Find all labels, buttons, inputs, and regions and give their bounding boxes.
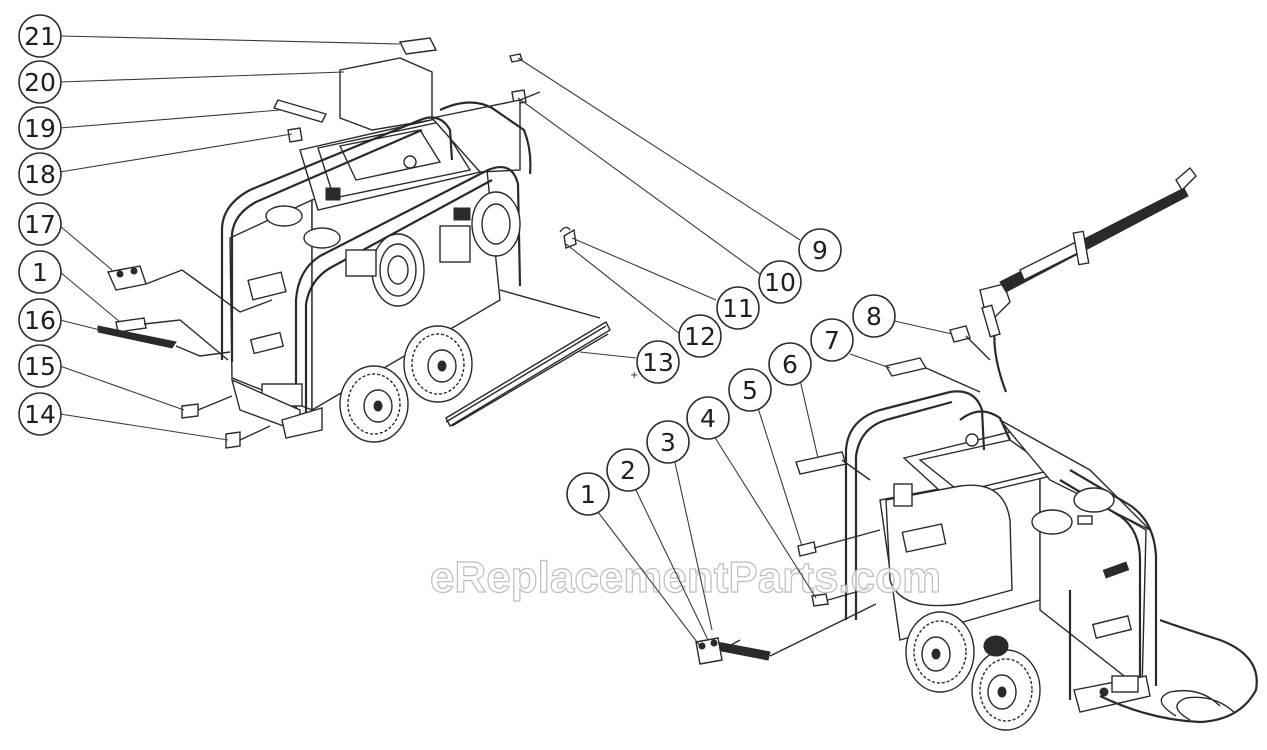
- svg-text:1: 1: [32, 258, 48, 287]
- callout-2: 2: [606, 448, 650, 492]
- leader-lines: [59, 35, 953, 647]
- decal-2: [695, 637, 723, 665]
- svg-text:19: 19: [24, 114, 56, 143]
- svg-text:4: 4: [700, 404, 716, 433]
- callout-9: 9: [798, 228, 842, 272]
- callout-3: 3: [646, 420, 690, 464]
- decal-8: [949, 325, 971, 343]
- callout-14: 14: [18, 392, 62, 436]
- svg-text:17: 17: [24, 210, 56, 239]
- callout-13: 13: [636, 340, 680, 384]
- callout-10: 10: [758, 260, 802, 304]
- callouts: 21 20 19 18 17 1 16 15 14 9 10 11 12 13 …: [18, 14, 896, 516]
- callout-1-left: 1: [18, 250, 62, 294]
- svg-text:6: 6: [782, 350, 798, 379]
- svg-text:16: 16: [24, 306, 56, 335]
- callout-17: 17: [18, 202, 62, 246]
- part-17: [107, 265, 147, 291]
- part-15: [181, 403, 199, 419]
- part-14: [225, 431, 241, 449]
- svg-text:5: 5: [742, 376, 758, 405]
- callout-4: 4: [686, 396, 730, 440]
- watermark: eReplacementParts.com: [430, 553, 941, 602]
- decal-9: [509, 53, 523, 63]
- svg-text:12: 12: [684, 322, 716, 351]
- svg-text:21: 21: [24, 22, 56, 51]
- decal-19: [272, 99, 328, 123]
- callout-16: 16: [18, 298, 62, 342]
- decal-20: [339, 57, 433, 131]
- rear-wheel-left: [339, 365, 409, 443]
- pressure-washer-front-view: [695, 166, 1258, 731]
- callout-5: 5: [728, 368, 772, 412]
- svg-text:20: 20: [24, 68, 56, 97]
- svg-text:13: 13: [642, 348, 674, 377]
- svg-text:15: 15: [24, 352, 56, 381]
- front-wheel-left: [905, 611, 975, 693]
- svg-text:2: 2: [620, 456, 636, 485]
- front-wheel-right: [971, 649, 1041, 731]
- part-11: [563, 228, 577, 249]
- svg-text:18: 18: [24, 160, 56, 189]
- callout-7: 7: [810, 318, 854, 362]
- svg-text:9: 9: [812, 236, 828, 265]
- svg-text:1: 1: [580, 480, 596, 509]
- callout-18: 18: [18, 152, 62, 196]
- svg-text:14: 14: [24, 400, 56, 429]
- svg-text:10: 10: [764, 268, 796, 297]
- callout-6: 6: [768, 342, 812, 386]
- callout-12: 12: [678, 314, 722, 358]
- spray-gun: [979, 166, 1197, 393]
- decal-5: [797, 541, 817, 557]
- callout-21: 21: [18, 14, 62, 58]
- callout-1-right: 1: [566, 472, 610, 516]
- callout-19: 19: [18, 106, 62, 150]
- pressure-washer-rear-view: +: [97, 37, 638, 449]
- callout-8: 8: [852, 294, 896, 338]
- svg-text:11: 11: [722, 294, 754, 323]
- svg-text:+: +: [630, 370, 638, 381]
- callout-11: 11: [716, 286, 760, 330]
- svg-text:3: 3: [660, 428, 676, 457]
- decal-21: [398, 37, 438, 55]
- svg-text:8: 8: [866, 302, 882, 331]
- part-1-left: [115, 317, 147, 333]
- rear-wheel-right: [403, 325, 473, 403]
- callout-20: 20: [18, 60, 62, 104]
- callout-15: 15: [18, 344, 62, 388]
- decal-6: [795, 451, 847, 475]
- svg-text:7: 7: [824, 326, 840, 355]
- decal-18: [287, 127, 303, 143]
- decal-7: [884, 357, 928, 377]
